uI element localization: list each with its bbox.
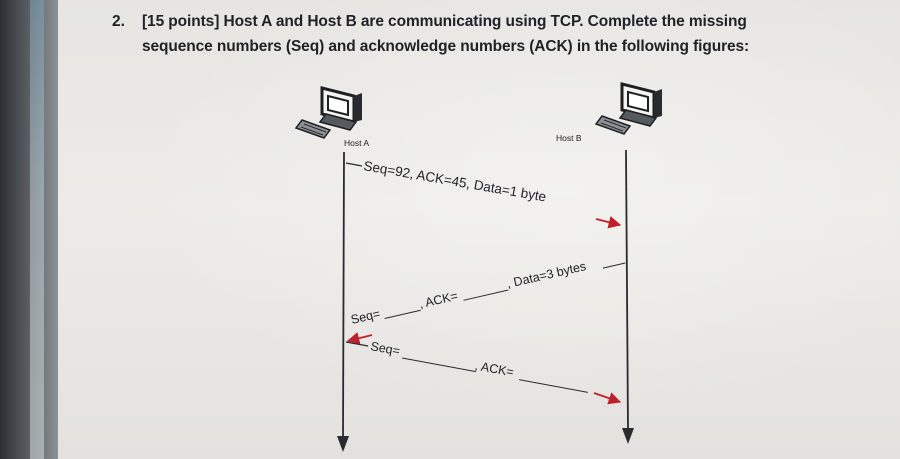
question-text-line-2: sequence numbers (Seq) and acknowledge n… bbox=[142, 38, 750, 55]
message-2-ack-label: , ACK= bbox=[418, 289, 459, 311]
host-b-computer-icon bbox=[594, 82, 662, 135]
message-2-label-group: Seq= , ACK= , Data=3 bytes bbox=[350, 259, 626, 327]
host-b-timeline bbox=[622, 149, 634, 444]
message-3-ack-label: , ACK= bbox=[474, 359, 515, 380]
host-a-timeline bbox=[337, 151, 349, 452]
message-1-label: Seq=92, ACK=45, Data=1 byte bbox=[362, 158, 547, 204]
message-1-arrow bbox=[345, 162, 622, 229]
message-3-seq-blank bbox=[401, 357, 476, 373]
message-2-seq-label: Seq= bbox=[350, 307, 382, 327]
message-3-ack-blank bbox=[518, 379, 589, 393]
host-a-label: Host A bbox=[344, 138, 369, 148]
background-window-strip bbox=[30, 0, 44, 459]
message-3-label-group: Seq= , ACK= bbox=[369, 339, 589, 393]
message-3-arrow bbox=[345, 341, 622, 405]
message-2-arrow bbox=[346, 332, 373, 345]
question-number: 2. bbox=[112, 13, 125, 30]
message-2-seq-blank bbox=[384, 309, 421, 320]
question-text-line-1: [15 points] Host A and Host B are commun… bbox=[142, 13, 747, 30]
paper-sheet bbox=[58, 0, 900, 459]
host-a-computer-icon bbox=[294, 86, 362, 139]
message-2-ack-blank bbox=[463, 289, 509, 301]
host-b-label: Host B bbox=[556, 133, 582, 143]
left-bezel bbox=[0, 0, 58, 459]
message-3-seq-label: Seq= bbox=[369, 339, 401, 358]
message-2-data-label: , Data=3 bytes bbox=[505, 259, 587, 291]
